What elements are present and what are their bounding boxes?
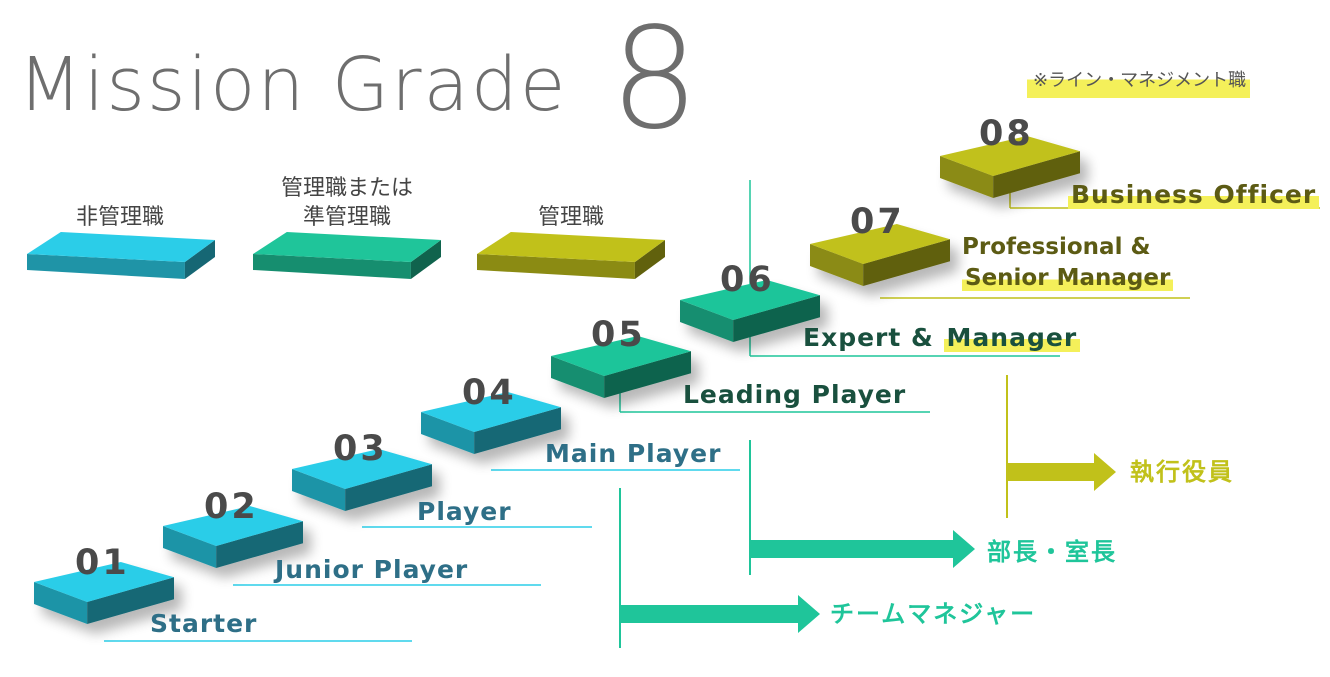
legend-label-manager-or-quasi: 管理職または 準管理職 [280,176,413,230]
grade-name-expert-manager: Expert & Manager [803,323,1081,353]
step-tile-05-left-face [551,356,605,398]
step-tile-07-left-face [810,244,864,286]
legend-tile-manager-or-quasi-front-face [253,254,411,279]
step-tile-05-right-face [604,351,691,398]
step-tile-05-top-face [551,336,691,376]
grade-number-07: 07 [850,202,905,242]
step-tile-07-top-face [810,224,950,264]
grade-number-05: 05 [591,315,646,355]
step-tile-04-left-face [421,412,475,454]
grade-name-line-1: Professional & [962,234,1151,260]
legend-tile-manager-or-quasi [253,232,441,279]
grade-name-leading-player: Leading Player [683,380,907,409]
grade-number-06: 06 [720,260,775,300]
grade-name-business-officer: Business Officer [1068,180,1320,210]
legend-tile-manager-front-face [477,254,635,279]
step-tile-06-top-face [680,280,820,320]
page-title: Mission Grade [18,42,568,128]
step-tile-04-top-face [421,392,561,432]
legend-tile-non-manager [27,232,215,279]
step-tile-07-right-face [863,239,950,286]
step-tile-01 [34,562,174,624]
grade-name-player: Player [417,497,512,526]
legend-tile-manager-top-face [477,232,665,262]
line-management-note: ※ライン・マネジメント職 [1027,64,1251,98]
legend-tile-manager-or-quasi-top-face [253,232,441,262]
grade-name-professional-senior-manager: Professional & Senior Manager [962,232,1174,294]
legend-tile-manager-or-quasi-side-face [410,240,441,279]
step-tile-08-left-face [940,156,994,198]
step-tile-08 [940,136,1080,198]
legend-tile-manager-side-face [634,240,665,279]
grade-number-01: 01 [75,543,130,583]
arrow-label-executive-officer: 執行役員 [1130,458,1234,486]
grade-number-03: 03 [333,429,388,469]
step-tile-04 [421,392,561,454]
step-tile-08-right-face [993,151,1080,198]
step-tile-05 [551,336,691,398]
arrow-executive-officer [1008,453,1116,491]
step-tile-02-right-face [216,521,303,568]
step-tile-03-right-face [345,464,432,511]
grade-number-08: 08 [979,114,1034,154]
arrow-label-department-head: 部長・室長 [987,538,1117,566]
grade-name-junior-player: Junior Player [275,555,469,584]
step-tile-07 [810,224,950,286]
legend-tile-manager [477,232,665,279]
arrow-label-team-manager: チームマネジャー [830,600,1037,628]
grade-number-02: 02 [204,487,259,527]
legend-tile-non-manager-side-face [184,240,215,279]
legend-label-manager: 管理職 [537,205,604,230]
legend-tile-non-manager-front-face [27,254,185,279]
grade-name-main-player: Main Player [545,439,722,468]
step-tile-02-top-face [163,506,303,546]
arrow-team-manager [621,595,820,633]
page-title-number: 8 [610,0,700,161]
arrow-department-head [751,530,975,568]
legend-label-non-manager: 非管理職 [75,205,164,230]
grade-name-line-2: Senior Manager [962,265,1174,291]
step-tile-03-top-face [292,449,432,489]
step-tile-03-left-face [292,469,346,511]
step-tile-01-right-face [87,577,174,624]
step-tile-03 [292,449,432,511]
grade-name-starter: Starter [150,609,258,638]
grade-number-04: 04 [462,373,517,413]
step-tile-01-top-face [34,562,174,602]
step-tile-08-top-face [940,136,1080,176]
step-tile-02-left-face [163,526,217,568]
step-tile-01-left-face [34,582,88,624]
step-tile-06-left-face [680,300,734,342]
step-tile-06 [680,280,820,342]
step-tile-04-right-face [474,407,561,454]
legend-tile-non-manager-top-face [27,232,215,262]
step-tile-02 [163,506,303,568]
step-tile-06-right-face [733,295,820,342]
